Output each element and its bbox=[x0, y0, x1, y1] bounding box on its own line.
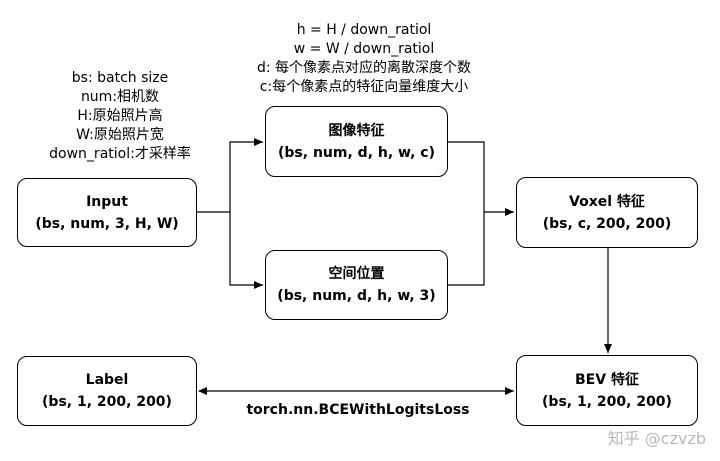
edge-input-to-image bbox=[197, 138, 263, 213]
left-annotation: bs: batch size num:相机数 H:原始照片高 W:原始照片宽 d… bbox=[10, 69, 230, 164]
voxel-feature-title: Voxel 特征 bbox=[569, 193, 645, 210]
bev-feature-title: BEV 特征 bbox=[575, 371, 639, 388]
spatial-position-title: 空间位置 bbox=[328, 266, 385, 282]
spatial-position-shape: (bs, num, d, h, w, 3) bbox=[277, 288, 436, 304]
image-feature-node: 图像特征 (bs, num, d, h, w, c) bbox=[265, 106, 448, 177]
input-node: Input (bs, num, 3, H, W) bbox=[17, 178, 197, 247]
voxel-feature-node: Voxel 特征 (bs, c, 200, 200) bbox=[516, 177, 698, 248]
voxel-feature-shape: (bs, c, 200, 200) bbox=[542, 215, 672, 232]
bev-feature-node: BEV 特征 (bs, 1, 200, 200) bbox=[516, 355, 698, 426]
bev-feature-shape: (bs, 1, 200, 200) bbox=[542, 393, 672, 410]
loss-function-label: torch.nn.BCEWithLogitsLoss bbox=[246, 402, 470, 418]
image-feature-title: 图像特征 bbox=[328, 122, 385, 139]
top-annotation-line: w = W / down_ratiol bbox=[293, 41, 435, 57]
top-annotation-line: d: 每个像素点对应的离散深度个数 bbox=[256, 60, 472, 76]
left-annotation-line: down_ratiol:才采样率 bbox=[49, 146, 191, 162]
top-annotation-line: h = H / down_ratiol bbox=[296, 22, 432, 38]
left-annotation-line: bs: batch size bbox=[71, 70, 169, 86]
image-feature-shape: (bs, num, d, h, w, c) bbox=[278, 144, 435, 161]
top-annotation: h = H / down_ratiol w = W / down_ratiol … bbox=[226, 21, 502, 97]
left-annotation-line: W:原始照片宽 bbox=[76, 127, 164, 143]
edge-spatial-to-voxel bbox=[448, 212, 485, 286]
label-node-title: Label bbox=[85, 372, 129, 388]
edge-input-to-spatial bbox=[229, 212, 263, 289]
label-node: Label (bs, 1, 200, 200) bbox=[17, 356, 197, 426]
left-annotation-line: H:原始照片高 bbox=[77, 108, 163, 124]
left-annotation-line: num:相机数 bbox=[80, 89, 160, 105]
edge-image-to-voxel bbox=[448, 141, 485, 212]
input-node-shape: (bs, num, 3, H, W) bbox=[35, 215, 179, 232]
watermark: 知乎 @czvzb bbox=[607, 429, 706, 448]
top-annotation-line: c:每个像素点的特征向量维度大小 bbox=[259, 79, 469, 95]
input-node-title: Input bbox=[86, 193, 128, 210]
label-node-shape: (bs, 1, 200, 200) bbox=[42, 394, 172, 410]
spatial-position-node: 空间位置 (bs, num, d, h, w, 3) bbox=[265, 250, 448, 320]
